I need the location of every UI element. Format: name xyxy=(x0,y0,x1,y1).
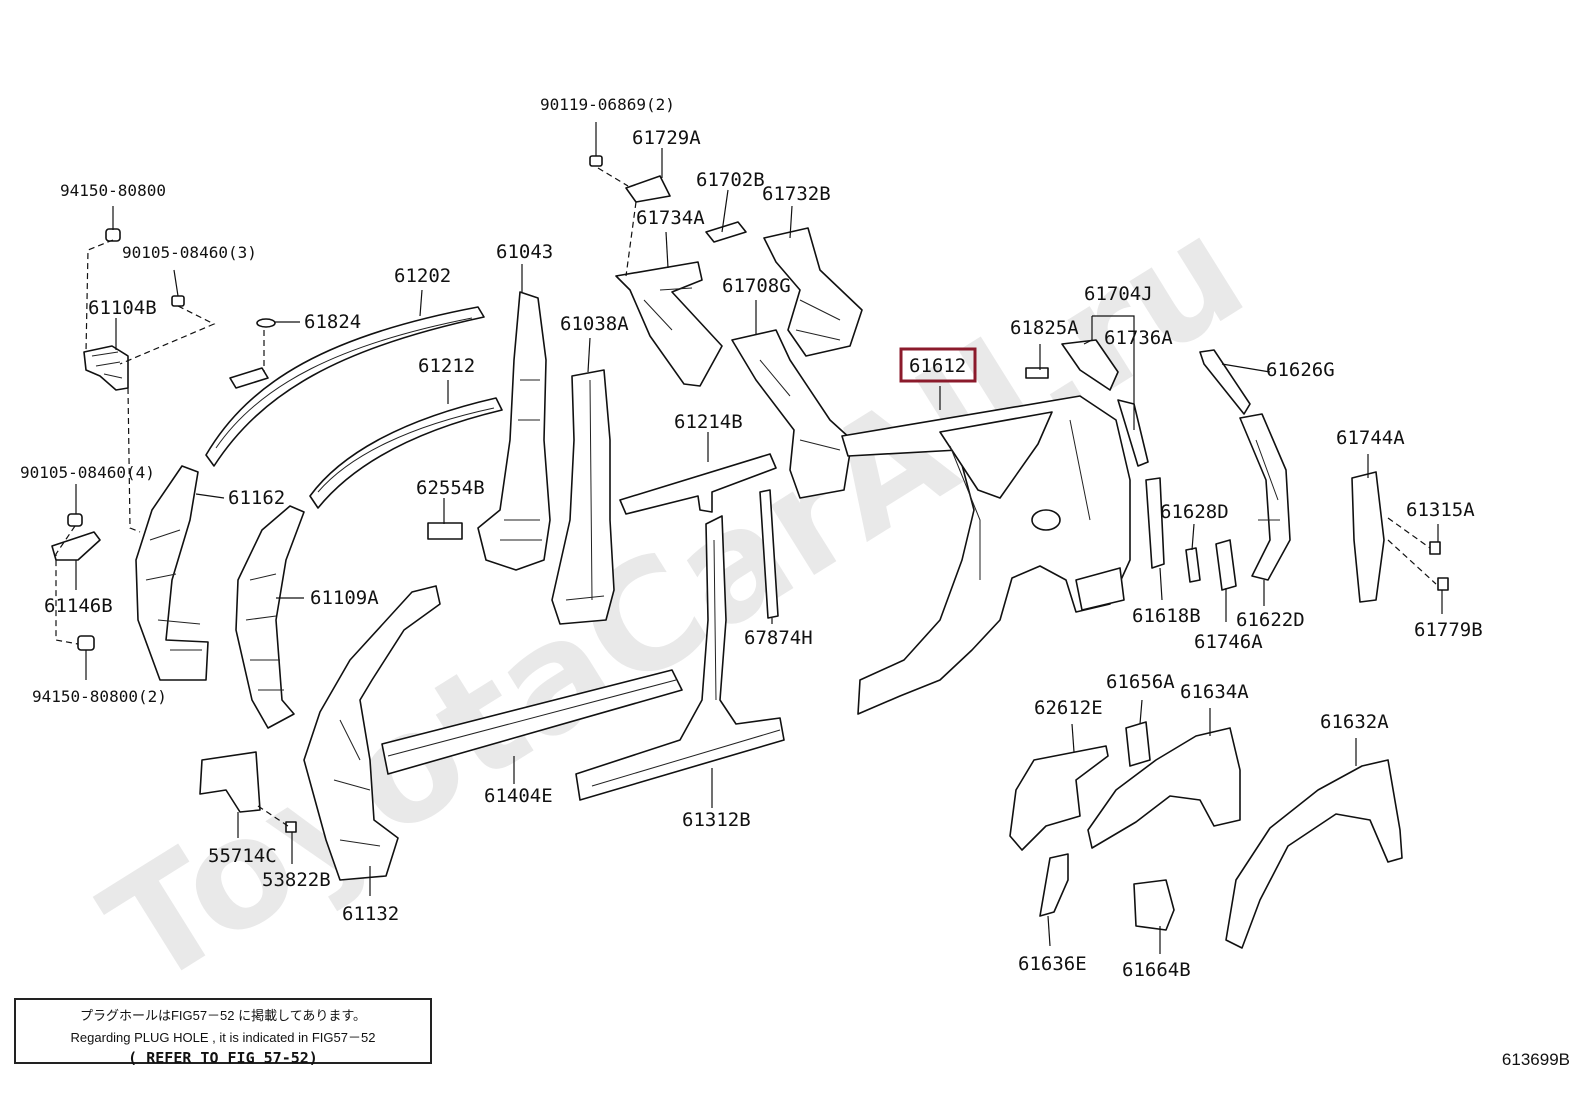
part-61132-pillar xyxy=(303,585,441,881)
label-61162: 61162 xyxy=(228,487,285,509)
label-62554B: 62554B xyxy=(416,477,485,499)
label-61734A: 61734A xyxy=(636,207,705,229)
label-53822B: 53822B xyxy=(262,869,331,891)
part-61162-pillar xyxy=(135,465,209,681)
label-61214B: 61214B xyxy=(674,411,743,433)
label-61212: 61212 xyxy=(418,355,475,377)
label-61702B: 61702B xyxy=(696,169,765,191)
part-61043-pillar xyxy=(477,291,551,571)
part-rear-brackets xyxy=(1145,477,1237,591)
label-61732B: 61732B xyxy=(762,183,831,205)
part-61202-roof-rail xyxy=(205,306,485,467)
part-61104B-bracket xyxy=(83,228,185,391)
part-labels: 90119-06869(2) 61729A 61702B 61732B 6173… xyxy=(20,95,1483,981)
label-90119-06869: 90119-06869(2) xyxy=(540,95,675,114)
part-61734A-group xyxy=(589,155,863,387)
part-61824-plug xyxy=(256,318,276,328)
label-61146B: 61146B xyxy=(44,595,113,617)
label-61202: 61202 xyxy=(394,265,451,287)
plug-hole-note: プラグホールはFIG57－52 に掲載してあります。 Regarding PLU… xyxy=(14,998,432,1067)
label-61825A: 61825A xyxy=(1010,317,1079,339)
dashed-leaders xyxy=(55,167,1437,827)
label-61612: 61612 xyxy=(909,355,966,377)
label-67874H: 67874H xyxy=(744,627,813,649)
note-line-english: Regarding PLUG HOLE , it is indicated in… xyxy=(70,1030,376,1045)
label-61038A: 61038A xyxy=(560,313,629,335)
label-61744A: 61744A xyxy=(1336,427,1405,449)
part-61404E-rocker xyxy=(381,669,683,775)
label-61109A: 61109A xyxy=(310,587,379,609)
label-62612E: 62612E xyxy=(1034,697,1103,719)
part-55714C-bracket xyxy=(199,751,297,833)
leader-lines xyxy=(75,122,1443,954)
label-61746A: 61746A xyxy=(1194,631,1263,653)
part-61214B-header xyxy=(619,453,777,515)
part-61212-inner-rail xyxy=(309,397,503,509)
label-90105-08460-4: 90105-08460(4) xyxy=(20,463,155,482)
part-61612-quarter-panel xyxy=(841,395,1131,715)
part-61109A-inner-pillar xyxy=(235,505,305,729)
label-61632A: 61632A xyxy=(1320,711,1389,733)
figure-code: 613699B xyxy=(1501,1050,1570,1069)
label-61626G: 61626G xyxy=(1266,359,1335,381)
label-61312B: 61312B xyxy=(682,809,751,831)
label-90105-08460-3: 90105-08460(3) xyxy=(122,243,257,262)
label-61132: 61132 xyxy=(342,903,399,925)
label-61634A: 61634A xyxy=(1180,681,1249,703)
label-61729A: 61729A xyxy=(632,127,701,149)
note-refer-fig: ( REFER TO FIG 57-52) xyxy=(128,1049,318,1067)
part-61708G-panel xyxy=(731,329,853,499)
part-61038A-pillar xyxy=(551,369,615,625)
label-61404E: 61404E xyxy=(484,785,553,807)
part-61744A-bracket xyxy=(1351,471,1449,603)
label-61779B: 61779B xyxy=(1414,619,1483,641)
part-61626G-arch xyxy=(1199,349,1291,581)
part-wheelhouse-group xyxy=(1009,721,1403,949)
part-61825A-pad xyxy=(1025,367,1049,379)
label-61104B: 61104B xyxy=(88,297,157,319)
label-61628D: 61628D xyxy=(1160,501,1229,523)
label-61043: 61043 xyxy=(496,241,553,263)
label-55714C: 55714C xyxy=(208,845,277,867)
label-61618B: 61618B xyxy=(1132,605,1201,627)
label-61636E: 61636E xyxy=(1018,953,1087,975)
label-61704J: 61704J xyxy=(1084,283,1153,305)
label-61622D: 61622D xyxy=(1236,609,1305,631)
part-62554B-pad xyxy=(427,522,463,540)
part-67874H-strip xyxy=(759,489,779,619)
label-61315A: 61315A xyxy=(1406,499,1475,521)
label-61656A: 61656A xyxy=(1106,671,1175,693)
note-line-japanese: プラグホールはFIG57－52 に掲載してあります。 xyxy=(79,1008,367,1023)
label-61664B: 61664B xyxy=(1122,959,1191,981)
label-61708G: 61708G xyxy=(722,275,791,297)
label-61736A: 61736A xyxy=(1104,327,1173,349)
highlight-box-61612 xyxy=(899,347,977,383)
label-94150-80800: 94150-80800 xyxy=(60,181,166,200)
label-61824: 61824 xyxy=(304,311,361,333)
part-61312B-rocker xyxy=(575,515,785,801)
label-94150-80800-2: 94150-80800(2) xyxy=(32,687,167,706)
